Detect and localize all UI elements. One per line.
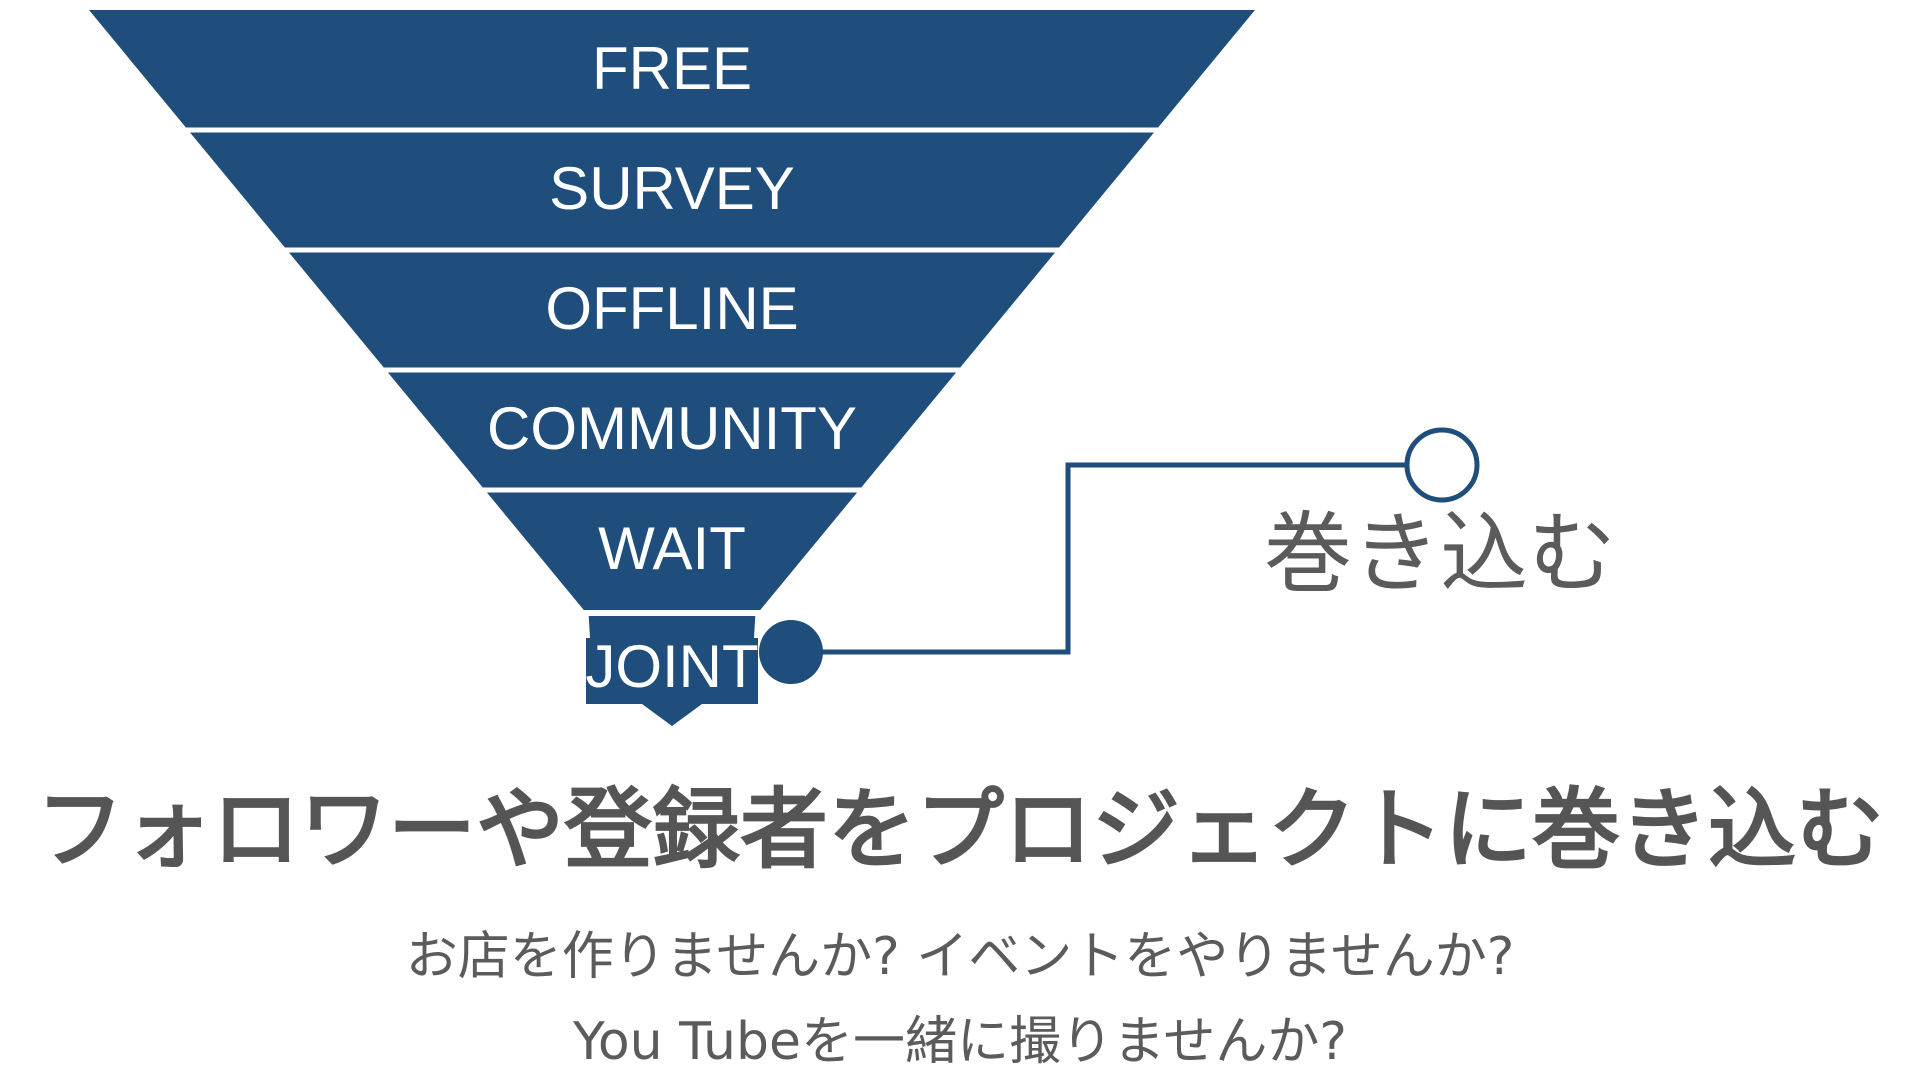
- callout-connector: [759, 427, 1480, 684]
- funnel-label-wait: WAIT: [598, 515, 746, 582]
- funnel-segment-offline: [286, 250, 1058, 370]
- funnel-label-offline: OFFLINE: [545, 275, 798, 342]
- subtext-line-2: You Tubeを一緒に撮りませんか?: [572, 1012, 1348, 1072]
- connector-start-dot: [759, 620, 823, 684]
- callout-label: 巻き込む: [1264, 502, 1616, 605]
- funnel-segment-survey: [187, 130, 1157, 250]
- funnel-segment-community: [385, 370, 959, 490]
- connector-line: [790, 462, 1410, 655]
- funnel-label-community: COMMUNITY: [487, 395, 857, 462]
- funnel-segment-free: [89, 10, 1255, 130]
- funnel-label-free: FREE: [592, 35, 752, 102]
- funnel: FREE SURVEY OFFLINE COMMUNITY WAIT JOINT: [89, 10, 1255, 726]
- funnel-segment-wait: [484, 490, 860, 610]
- funnel-label-joint: JOINT: [585, 633, 758, 700]
- headline: フォロワーや登録者をプロジェクトに巻き込む: [35, 778, 1884, 881]
- connector-end-circle: [1404, 427, 1480, 503]
- funnel-label-survey: SURVEY: [549, 155, 795, 222]
- subtext-line-1: お店を作りませんか? イベントをやりませんか?: [405, 927, 1515, 987]
- funnel-segment-joint: [586, 616, 758, 726]
